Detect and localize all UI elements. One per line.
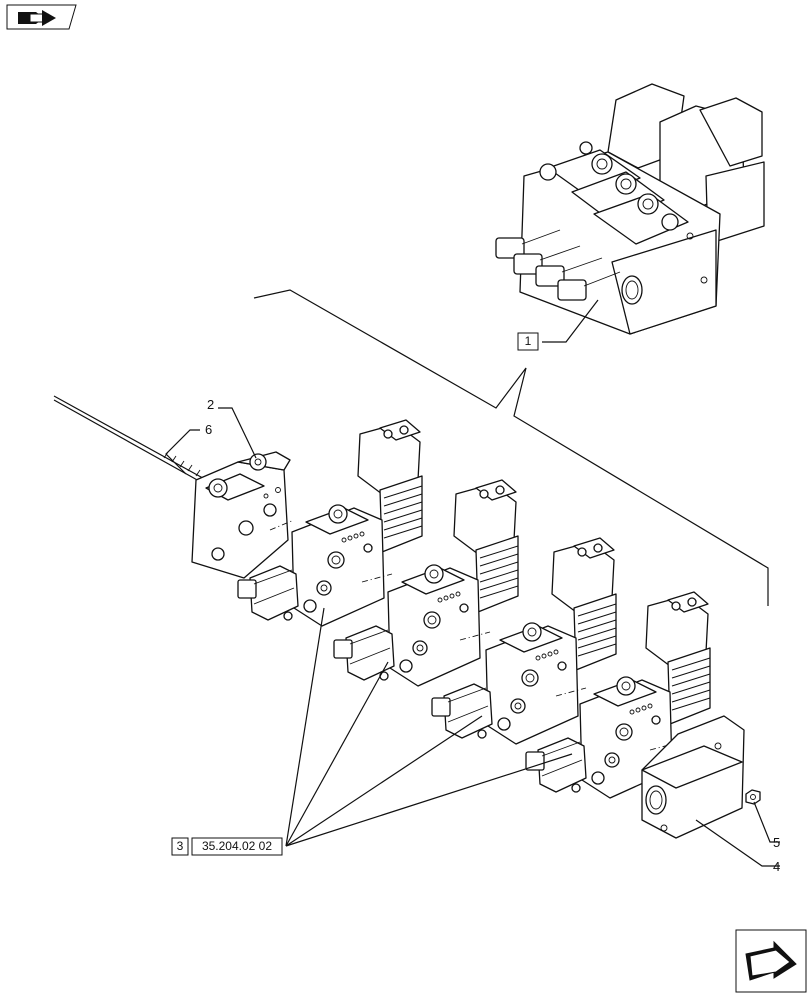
callout-5[interactable]: 5 <box>773 835 781 850</box>
inlet-section <box>191 451 291 579</box>
outlet-section <box>641 715 745 839</box>
previous-page-arrow-icon[interactable] <box>6 4 77 30</box>
leader-lines <box>165 299 780 867</box>
callout-2[interactable]: 2 <box>207 397 215 412</box>
callout-box-3 <box>171 837 189 856</box>
next-page-arrow-icon[interactable] <box>735 929 807 993</box>
nut <box>745 789 761 805</box>
group-bracket-lines <box>253 289 769 606</box>
callout-4[interactable]: 4 <box>773 859 781 874</box>
tie-rod <box>53 395 211 487</box>
reference-link[interactable]: 35.204.02 02 <box>201 839 273 853</box>
assembled-valve-block <box>495 83 765 335</box>
callout-1[interactable]: 1 <box>524 334 532 348</box>
callout-box-reference <box>191 837 283 856</box>
assembly-centerlines <box>269 519 681 751</box>
callout-6[interactable]: 6 <box>205 422 213 437</box>
callout-3[interactable]: 3 <box>176 839 184 853</box>
callout-box-1 <box>517 332 539 351</box>
